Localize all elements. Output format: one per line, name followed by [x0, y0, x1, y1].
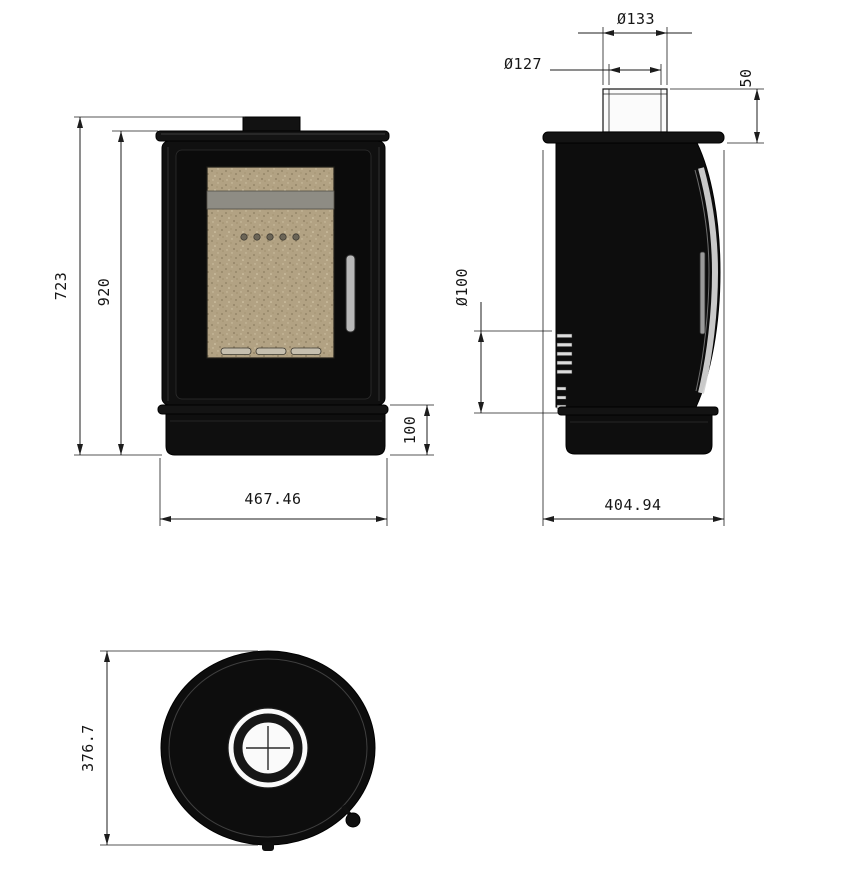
top-lever-knob [345, 812, 361, 828]
top-dimension-lines [100, 650, 258, 846]
front-base [165, 413, 386, 456]
front-air-holes [240, 233, 300, 241]
side-body [555, 142, 721, 408]
side-view [542, 88, 725, 455]
dim-label-air-inlet-diameter: Ø100 [453, 267, 471, 307]
dim-label-top-oval-depth: 376.7 [79, 724, 97, 772]
front-glass-baffle-band [206, 190, 335, 210]
top-bottom-knob [262, 842, 274, 851]
front-dimension-lines [74, 116, 434, 526]
side-top-plate [542, 131, 725, 144]
side-handle-rod [699, 251, 706, 335]
dim-label-flue-outer-diameter: Ø133 [616, 10, 656, 28]
front-flue-collar [242, 116, 301, 133]
side-glass-edge [698, 167, 719, 394]
dim-label-front-overall-height: 723 [52, 271, 70, 301]
front-top-plate [155, 130, 390, 142]
dim-label-flue-inner-diameter: Ø127 [503, 55, 543, 73]
side-bottom-plate [557, 406, 719, 416]
dim-label-front-body-height: 920 [95, 277, 113, 307]
front-bottom-plate [157, 404, 389, 415]
side-flue-pipe [602, 88, 668, 133]
side-dimension-lines [474, 27, 764, 526]
side-base [565, 414, 713, 455]
dim-label-front-base-height: 100 [401, 415, 419, 445]
dim-label-side-overall-depth: 404.94 [604, 496, 662, 514]
front-view [155, 116, 390, 456]
dim-label-flue-collar-height: 50 [737, 68, 755, 88]
dim-label-front-overall-width: 467.46 [244, 490, 302, 508]
top-view [160, 650, 376, 851]
front-bottom-vents [220, 347, 322, 355]
front-door-handle [345, 254, 356, 333]
